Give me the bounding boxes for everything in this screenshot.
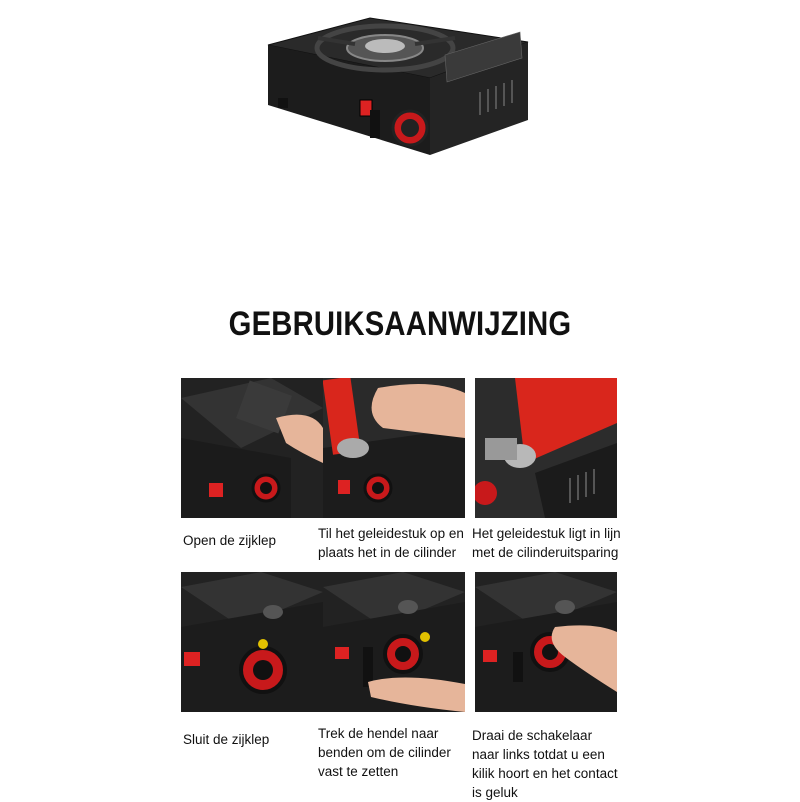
step-6-caption: Draai de schakelaar naar links totdat u … <box>472 728 618 800</box>
step-1-caption: Open de zijklep <box>183 533 277 548</box>
step-2-photo <box>323 378 465 518</box>
step-1-photo <box>181 378 323 518</box>
step-4-caption: Sluit de zijklep <box>183 732 270 747</box>
step-6-photo <box>475 572 617 712</box>
step-4-photo <box>181 572 323 712</box>
step-2-caption: Til het geleidestuk op en plaats het in … <box>318 526 464 560</box>
step-5-photo <box>323 572 465 712</box>
step-5-caption: Trek de hendel naar benden om de cilinde… <box>318 726 451 779</box>
stove-hero-image <box>250 0 535 165</box>
step-3-caption: Het geleidestuk ligt in lijn met de cili… <box>472 526 621 560</box>
step-3-photo <box>475 378 617 518</box>
page-title: GEBRUIKSAANWIJZING <box>228 305 572 343</box>
